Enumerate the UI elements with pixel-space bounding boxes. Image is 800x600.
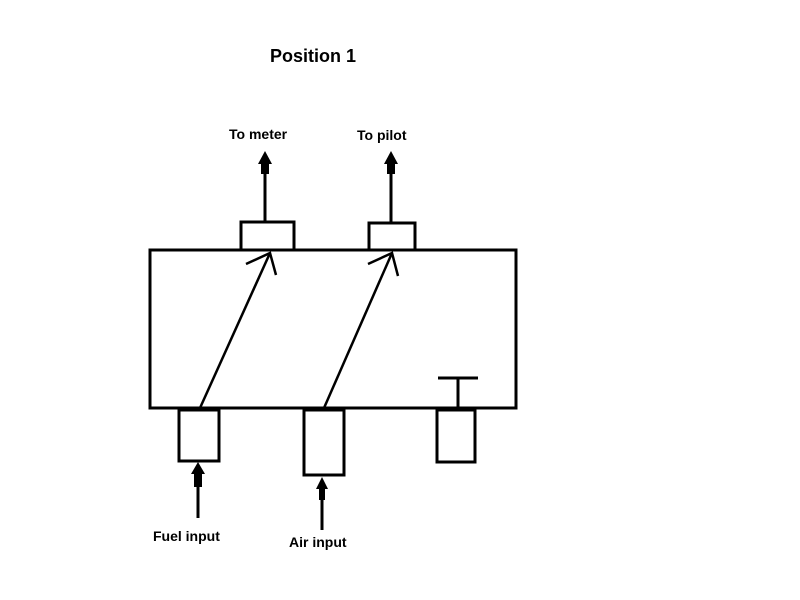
fuel-input-label: Fuel input (153, 528, 220, 544)
air-inlet-port (302, 408, 346, 477)
diagram-title: Position 1 (270, 46, 356, 66)
air-input-label: Air input (289, 534, 347, 550)
valve-body (148, 248, 518, 410)
meter-outlet-port (239, 220, 296, 252)
air-flow-arrowhead (367, 251, 400, 277)
fuel-flow-path (198, 252, 272, 409)
fuel-inlet-arrowhead (191, 462, 205, 487)
pilot-outlet-port (367, 221, 417, 252)
pilot-outlet-arrowhead (384, 151, 398, 174)
plunger-housing (435, 408, 477, 464)
to-pilot-label: To pilot (357, 127, 407, 143)
fuel-inlet-port (177, 408, 221, 463)
meter-outlet-arrowhead (258, 151, 272, 174)
air-inlet-arrowhead (316, 477, 328, 500)
fuel-flow-arrowhead (245, 251, 278, 276)
air-flow-path (322, 252, 394, 409)
to-meter-label: To meter (229, 126, 288, 142)
